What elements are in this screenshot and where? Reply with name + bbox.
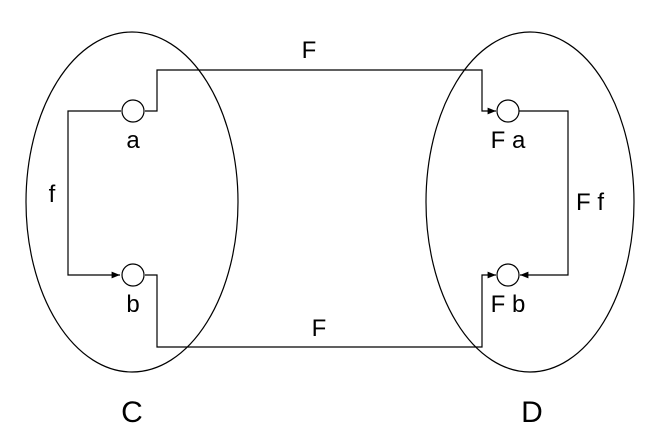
morphism-ff-label: F f bbox=[576, 189, 604, 216]
category-d-label: D bbox=[521, 396, 543, 429]
morphism-f-arrow bbox=[67, 110, 121, 279]
functor-label-bottom: F bbox=[312, 315, 327, 342]
functor-arrow-top bbox=[145, 69, 496, 115]
object-a-node bbox=[121, 99, 145, 123]
category-c-ellipse bbox=[25, 31, 239, 373]
object-fb-label: F b bbox=[491, 291, 526, 318]
category-c-label: C bbox=[121, 396, 143, 429]
object-fa-node bbox=[496, 99, 520, 123]
object-b-label: b bbox=[126, 291, 139, 318]
object-fa-label: F a bbox=[491, 127, 526, 154]
category-d-ellipse bbox=[425, 31, 635, 373]
morphism-f-label: f bbox=[49, 181, 56, 208]
morphism-ff-arrow bbox=[519, 110, 569, 279]
object-b-node bbox=[121, 263, 145, 287]
functor-label-top: F bbox=[302, 37, 317, 64]
object-a-label: a bbox=[126, 127, 140, 154]
functor-arrow-bottom bbox=[145, 271, 496, 348]
object-fb-node bbox=[496, 263, 520, 287]
